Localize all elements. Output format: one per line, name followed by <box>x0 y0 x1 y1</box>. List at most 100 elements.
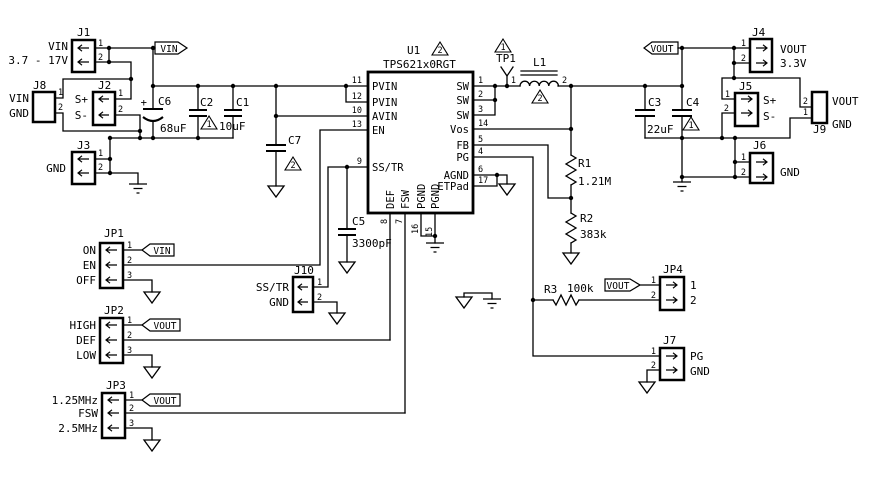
u1-ref: U1 <box>407 44 420 57</box>
resistor-r3 <box>552 293 580 307</box>
jp2-def-label: DEF <box>76 334 96 347</box>
j6-ref: J6 <box>753 139 766 152</box>
j4-pin1-num: 1 <box>741 39 746 49</box>
jp3-pin2-num: 2 <box>129 404 134 414</box>
u1-pin-pgnd1-name: PGND <box>416 184 428 209</box>
note-triangle-c4 <box>682 115 700 131</box>
u1-pin10-num: 10 <box>352 106 362 116</box>
j1-range-label: 3.7 - 17V <box>8 54 68 67</box>
u1-pin-fsw-name: FSW <box>400 189 412 209</box>
l1-ref: L1 <box>533 56 546 69</box>
inductor-l1 <box>519 70 560 87</box>
wire-jp3-fsw <box>124 399 406 441</box>
u1-pin-sstr-name: SS/TR <box>372 162 404 174</box>
gnd-j7 <box>637 381 657 395</box>
j1-ref: J1 <box>77 26 90 39</box>
u1-pin-avin-name: AVIN <box>372 111 397 123</box>
c6-value: 68uF <box>160 122 187 135</box>
jp4-ref: JP4 <box>663 263 683 276</box>
jp4-label-2: 2 <box>690 294 697 307</box>
j1-name-label: VIN <box>48 40 68 53</box>
c4-ref: C4 <box>686 96 700 109</box>
j4-name-label: VOUT <box>780 43 807 56</box>
j2-sminus-label: S- <box>75 109 88 122</box>
gnd-tie-earth <box>483 298 501 309</box>
gnd-jp3 <box>142 439 162 453</box>
c5-value: 3300pF <box>352 237 392 250</box>
u1-pin-pgnd2-name: PGND <box>430 184 442 209</box>
j6-gnd-label: GND <box>780 166 800 179</box>
u1-pin9-num: 9 <box>357 157 362 167</box>
capacitor-c7 <box>266 143 286 153</box>
jp2-arrows <box>105 321 117 359</box>
vout-flag-jp3-label: VOUT <box>154 396 177 407</box>
connector-jp2 <box>98 316 125 365</box>
connector-j3 <box>70 150 97 186</box>
capacitor-c1 <box>224 108 242 118</box>
wire-jp1 <box>122 249 153 293</box>
u1-pin16-num: 16 <box>411 224 421 234</box>
net-flags <box>141 41 679 407</box>
vout-flag-jp4 <box>604 278 642 292</box>
capacitor-c6 <box>142 107 164 123</box>
u1-pin5-num: 5 <box>478 135 483 145</box>
capacitor-c4 <box>672 108 692 118</box>
jp2-low-label: LOW <box>76 349 96 362</box>
connector-jp3 <box>100 391 127 440</box>
connector-j5 <box>733 91 760 128</box>
vout-flag-jp3 <box>141 393 181 407</box>
wire-en <box>122 129 369 266</box>
wire-pg <box>472 156 661 357</box>
wire-j7-gnd <box>646 369 661 383</box>
tp1-note-num: 1 <box>500 43 505 53</box>
j2-ref: J2 <box>98 79 111 92</box>
wire-jp2-def <box>122 324 391 368</box>
vin-flag-jp1 <box>141 243 175 257</box>
wire-vin-input <box>54 47 156 100</box>
u1-pin8-num: 8 <box>380 219 390 224</box>
u1-pin-agnd-name: AGND <box>444 170 469 182</box>
u1-pin-pvin1-name: PVIN <box>372 81 397 93</box>
u1-pin6-num: 6 <box>478 165 483 175</box>
wire-gnd-right <box>644 112 813 183</box>
u1-pin4-num: 4 <box>478 147 483 157</box>
jp3-freq1-label: 1.25MHz <box>52 394 98 407</box>
wire-j10-gnd <box>312 301 338 314</box>
connector-jp4 <box>658 275 686 312</box>
c2-note-num: 1 <box>206 120 211 130</box>
u1-pin-pvin2-name: PVIN <box>372 97 397 109</box>
j2-pin1-num: 1 <box>118 89 123 99</box>
earth-grounds <box>129 181 691 309</box>
j9-gnd-label: GND <box>832 118 852 131</box>
j7-pg-label: PG <box>690 350 703 363</box>
r1-value: 1.21M <box>578 175 611 188</box>
j10-ref: J10 <box>294 264 314 277</box>
jp4-pin1-num: 1 <box>651 276 656 286</box>
note-triangle-tp1 <box>494 37 512 53</box>
jp1-pin3-num: 3 <box>127 271 132 281</box>
j7-pin2-num: 2 <box>651 361 656 371</box>
vout-flag-jp2-label: VOUT <box>154 321 177 332</box>
capacitor-c2 <box>189 108 207 118</box>
jp1-off-label: OFF <box>76 274 96 287</box>
u1-pin-pg-name: PG <box>456 152 469 164</box>
l1-note-num: 2 <box>537 94 542 104</box>
vout-flag-top-label: VOUT <box>651 44 674 55</box>
j8-gnd-label: GND <box>9 107 29 120</box>
note-triangles <box>200 37 700 171</box>
c4-note-num: 1 <box>688 121 693 131</box>
j10-sstr-label: SS/TR <box>256 281 289 294</box>
j2-arrows <box>98 95 109 119</box>
note-triangle-c2 <box>200 114 218 130</box>
connector-j2 <box>91 90 117 127</box>
jp3-fsw-label: FSW <box>78 407 98 420</box>
j4-volt-label: 3.3V <box>780 57 807 70</box>
tp1-ref: TP1 <box>496 52 516 65</box>
j10-arrows <box>297 283 308 306</box>
vout-flag-top <box>643 41 679 55</box>
connector-j8 <box>31 90 57 124</box>
gnd-jp2 <box>142 366 162 380</box>
j8-pin1-num: 1 <box>58 88 63 98</box>
j6-pin2-num: 2 <box>741 168 746 178</box>
gnd-agnd <box>497 183 517 197</box>
